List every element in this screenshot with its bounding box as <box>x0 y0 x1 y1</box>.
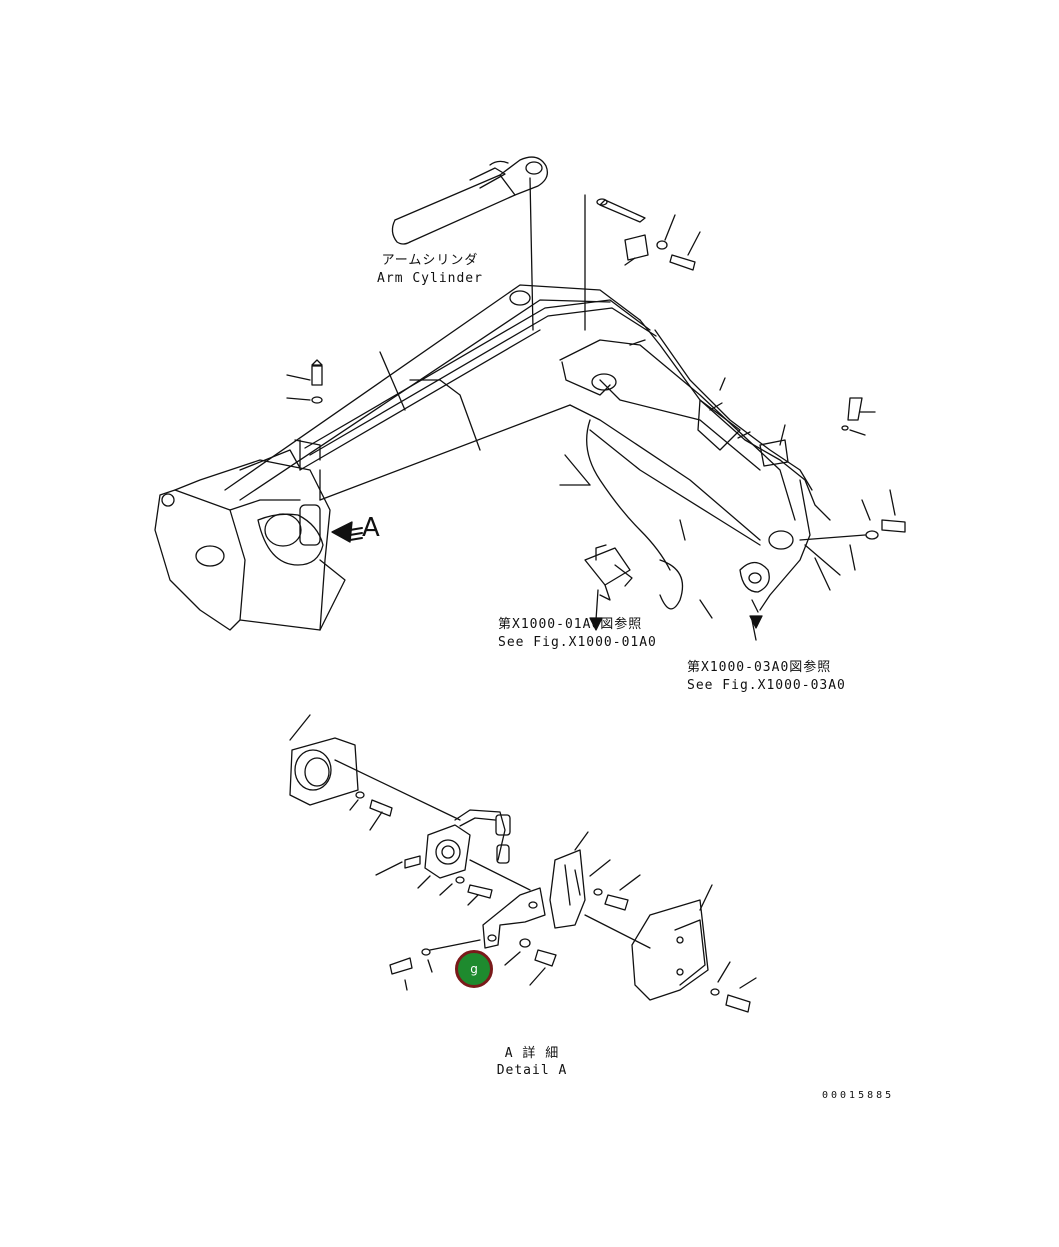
arm-cylinder-label-en: Arm Cylinder <box>377 271 483 286</box>
fig-ref-2-label-en[interactable]: See Fig.X1000-03A0 <box>687 678 846 693</box>
arm-tip-drawing <box>154 359 363 631</box>
detail-a-drawing <box>289 714 757 1013</box>
arm-cylinder-drawing <box>391 156 549 331</box>
hotspot-label: g <box>470 962 478 976</box>
drawing-number: 00015885 <box>822 1090 895 1101</box>
fig-ref-2-label-jp[interactable]: 第X1000-03A0図参照 <box>687 660 832 675</box>
view-arrow-a-label: A <box>362 513 380 543</box>
pin-bolt-group <box>596 198 906 571</box>
arm-cylinder-label-jp: アームシリンダ <box>381 253 479 268</box>
detail-a-title-jp: A 詳 細 <box>504 1046 560 1061</box>
fig-ref-1-label-en[interactable]: See Fig.X1000-01A0 <box>498 635 657 650</box>
part-hotspot-g[interactable]: g <box>455 950 493 988</box>
detail-a-title-en: Detail A <box>496 1063 568 1078</box>
solenoid-drawing <box>584 544 770 641</box>
arm-body-drawing <box>224 194 866 619</box>
fig-ref-1-label-jp[interactable]: 第X1000-01A0図参照 <box>498 617 643 632</box>
